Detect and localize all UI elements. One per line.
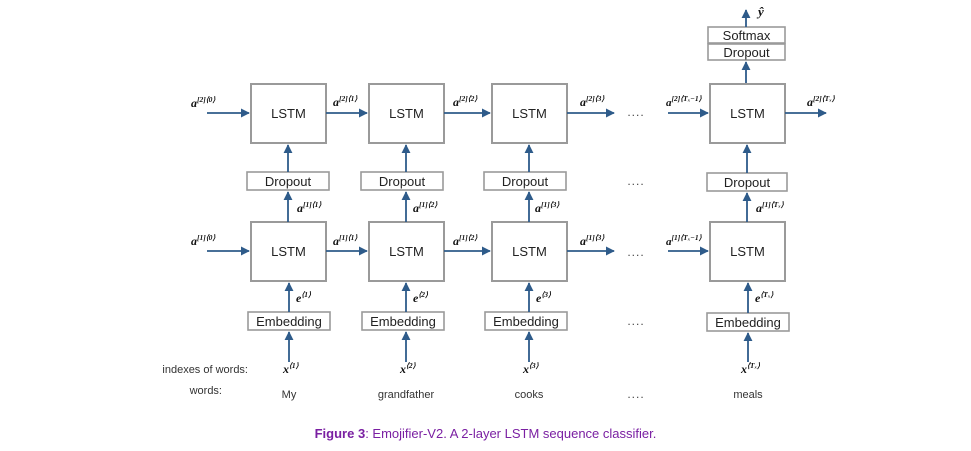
x-1: x⟨1⟩ xyxy=(282,361,299,376)
lstm-l2-t2 xyxy=(368,83,445,144)
dropout-t2 xyxy=(360,171,444,191)
x-last: x⟨Tₓ⟩ xyxy=(740,361,760,376)
ellipsis-dropout: .... xyxy=(627,174,644,188)
ellipsis-embedding: .... xyxy=(627,314,644,328)
embedding-t1-label: Embedding xyxy=(256,314,322,329)
a-l2-1: a[2]⟨1⟩ xyxy=(333,94,357,109)
lstm-l1-t2-label: LSTM xyxy=(389,244,424,259)
x-2: x⟨2⟩ xyxy=(399,361,416,376)
embedding-t2 xyxy=(361,311,445,331)
a-l1-up-1: a[1]⟨1⟩ xyxy=(297,200,321,215)
lstm-l2-tx-label: LSTM xyxy=(730,106,765,121)
output-dropout-label: Dropout xyxy=(723,45,770,60)
figure-caption-text: : Emojifier-V2. A 2-layer LSTM sequence … xyxy=(365,426,657,441)
a-l2-init: a[2]⟨0⟩ xyxy=(191,95,215,110)
lstm-l2-t1-label: LSTM xyxy=(271,106,306,121)
a-l2-2: a[2]⟨2⟩ xyxy=(453,94,477,109)
lstm-l2-t1 xyxy=(250,83,327,144)
a-l1-init: a[1]⟨0⟩ xyxy=(191,233,215,248)
word-3: cooks xyxy=(515,389,544,401)
figure-number: Figure 3 xyxy=(314,426,366,441)
a-l1-1: a[1]⟨1⟩ xyxy=(333,233,357,248)
lstm-l1-tx-label: LSTM xyxy=(730,244,765,259)
x-3: x⟨3⟩ xyxy=(522,361,539,376)
a-l2-prev-last: a[2]⟨Tₓ−1⟩ xyxy=(666,94,702,109)
word-1: My xyxy=(282,389,297,401)
figure-caption: Figure 3: Emojifier-V2. A 2-layer LSTM s… xyxy=(0,426,971,441)
embedding-t2-label: Embedding xyxy=(370,314,436,329)
lstm-l2-t3-label: LSTM xyxy=(512,106,547,121)
row-label-words: words: xyxy=(189,385,222,397)
dropout-t3 xyxy=(483,171,567,191)
a-l1-3: a[1]⟨3⟩ xyxy=(580,233,604,248)
lstm-l2-t2-label: LSTM xyxy=(389,106,424,121)
e-1: e⟨1⟩ xyxy=(296,290,311,305)
output-dropout-block xyxy=(707,43,786,61)
lstm-l1-t1-label: LSTM xyxy=(271,244,306,259)
ellipsis-l2: .... xyxy=(627,105,644,119)
lstm-l1-tx xyxy=(709,221,786,282)
word-last: meals xyxy=(733,389,763,401)
e-3: e⟨3⟩ xyxy=(536,290,551,305)
embedding-t3 xyxy=(484,311,568,331)
dropout-t3-label: Dropout xyxy=(502,174,549,189)
row-label-indexes: indexes of words: xyxy=(162,364,248,376)
ellipsis-l1: .... xyxy=(627,245,644,259)
lstm-l1-t3-label: LSTM xyxy=(512,244,547,259)
a-l2-last: a[2]⟨Tₓ⟩ xyxy=(807,94,835,109)
softmax-label: Softmax xyxy=(723,28,771,43)
dropout-t2-label: Dropout xyxy=(379,174,426,189)
a-l1-prev-last: a[1]⟨Tₓ−1⟩ xyxy=(666,233,702,248)
dropout-t1-label: Dropout xyxy=(265,174,312,189)
embedding-t3-label: Embedding xyxy=(493,314,559,329)
a-l1-2: a[1]⟨2⟩ xyxy=(453,233,477,248)
e-2: e⟨2⟩ xyxy=(413,290,428,305)
dropout-tx-label: Dropout xyxy=(724,175,771,190)
word-2: grandfather xyxy=(378,389,435,401)
y-hat-label: ŷ xyxy=(756,4,764,19)
a-l1-up-2: a[1]⟨2⟩ xyxy=(413,200,437,215)
a-l1-up-3: a[1]⟨3⟩ xyxy=(535,200,559,215)
a-l2-3: a[2]⟨3⟩ xyxy=(580,94,604,109)
embedding-tx-label: Embedding xyxy=(715,315,781,330)
a-l1-up-last: a[1]⟨Tₓ⟩ xyxy=(756,200,784,215)
ellipsis-words: .... xyxy=(627,387,644,401)
e-last: e⟨Tₓ⟩ xyxy=(755,290,773,305)
